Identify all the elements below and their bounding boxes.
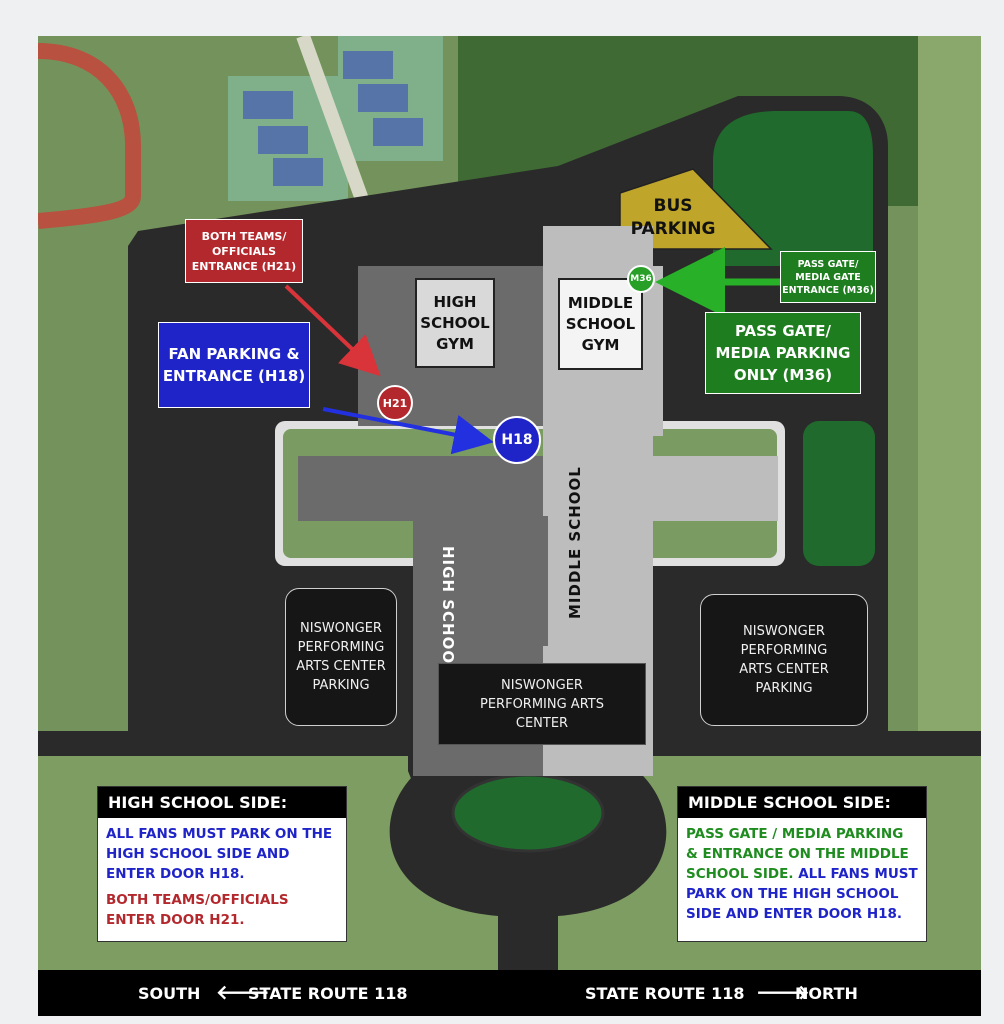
middle-school-side-legend: MIDDLE SCHOOL SIDE: PASS GATE / MEDIA PA… [677,786,927,942]
south-label: SOUTH [138,984,201,1003]
middle-school-label: MIDDLE SCHOOL [566,466,584,619]
hs-legend-teams: BOTH TEAMS/OFFICIALS ENTER DOOR H21. [106,892,289,928]
hs-gym-label: HIGH SCHOOL GYM [415,278,495,368]
arrow-left-icon: 🡐 [216,980,270,1004]
h21-door-marker: H21 [377,385,413,421]
pass-gate-parking-callout: PASS GATE/ MEDIA PARKING ONLY (M36) [705,312,861,394]
bus-parking-label: BUS PARKING [630,196,716,239]
route-footer: SOUTH 🡐 STATE ROUTE 118 STATE ROUTE 118 … [38,970,981,1016]
npac-parking-right-label: NISWONGER PERFORMING ARTS CENTER PARKING [700,594,868,726]
npac-parking-left-label: NISWONGER PERFORMING ARTS CENTER PARKING [285,588,397,726]
npac-center-label: NISWONGER PERFORMING ARTS CENTER [438,663,646,745]
north-label: NORTH [795,984,858,1003]
hs-legend-title: HIGH SCHOOL SIDE: [98,787,346,818]
ms-legend-fans: ALL FANS MUST PARK ON THE HIGH SCHOOL SI… [686,866,918,922]
arrow-right-icon: 🡒 [756,980,810,1004]
high-school-label: HIGH SCHOOL [439,546,457,675]
route-right-label: STATE ROUTE 118 [585,984,745,1003]
teams-entrance-callout: BOTH TEAMS/ OFFICIALS ENTRANCE (H21) [185,219,303,283]
m36-door-marker: M36 [627,265,655,293]
h18-door-marker: H18 [493,416,541,464]
ms-gym-label: MIDDLE SCHOOL GYM [558,278,643,370]
ms-legend-pass: PASS GATE / MEDIA PARKING & ENTRANCE ON … [686,826,909,882]
pass-gate-entrance-callout: PASS GATE/ MEDIA GATE ENTRANCE (M36) [780,251,876,303]
hs-legend-fans: ALL FANS MUST PARK ON THE HIGH SCHOOL SI… [106,826,333,882]
fan-parking-callout: FAN PARKING & ENTRANCE (H18) [158,322,310,408]
route-left-label: STATE ROUTE 118 [248,984,408,1003]
ms-legend-title: MIDDLE SCHOOL SIDE: [678,787,926,818]
high-school-side-legend: HIGH SCHOOL SIDE: ALL FANS MUST PARK ON … [97,786,347,942]
